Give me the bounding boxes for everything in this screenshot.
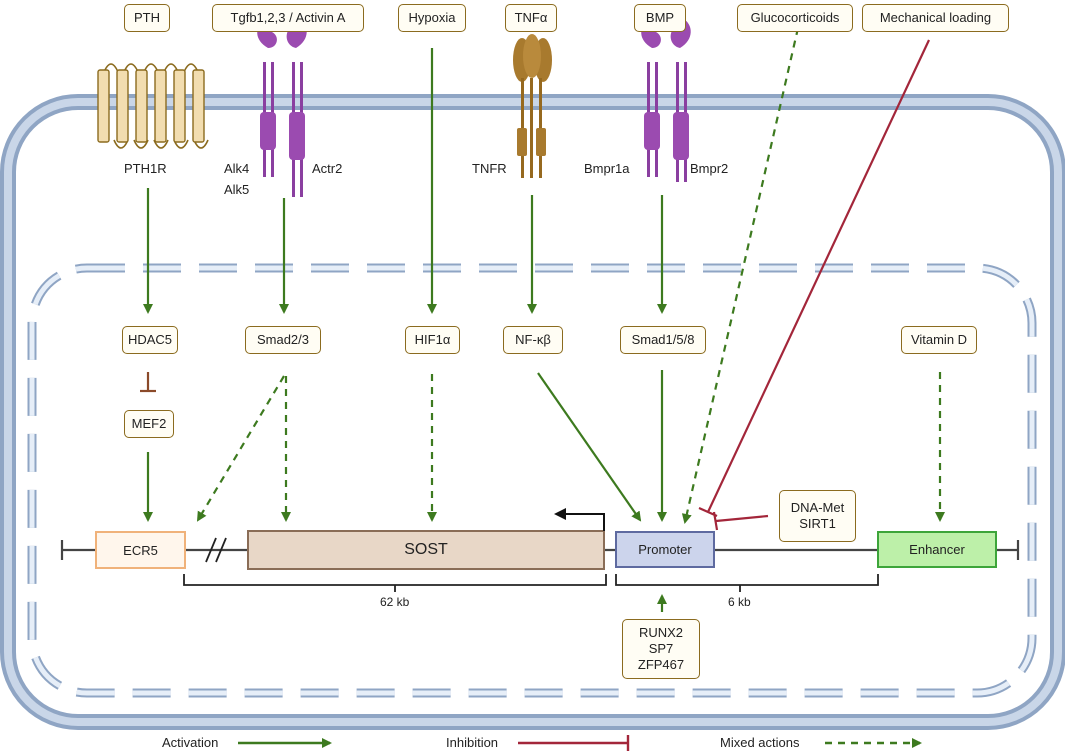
hif1a-box: HIF1α [405, 326, 460, 354]
enhancer-label: Enhancer [909, 542, 965, 557]
gene-locus [60, 508, 1020, 592]
distance-6kb-label: 6 kb [728, 595, 751, 609]
dna-met-label: DNA-Met [790, 500, 845, 515]
dna-met-sirt1-box: DNA-Met SIRT1 [779, 490, 856, 542]
transcription-factors-box: RUNX2 SP7 ZFP467 [622, 619, 700, 679]
nfkb-box: NF-κβ [503, 326, 563, 354]
pth1r-label: PTH1R [124, 161, 167, 176]
glucocorticoids-signal-box: Glucocorticoids [737, 4, 853, 32]
legend-activation-label: Activation [162, 735, 219, 750]
tnfr-label: TNFR [472, 161, 507, 176]
tnfa-signal-box: TNFα [505, 4, 557, 32]
smad158-box: Smad1/5/8 [620, 326, 706, 354]
actr2-label: Actr2 [312, 161, 343, 176]
activation-arrows [143, 48, 667, 612]
mef2-box: MEF2 [124, 410, 174, 438]
runx2-label: RUNX2 [638, 625, 684, 640]
legend-inhibition-label: Inhibition [446, 735, 499, 750]
mixed-action-arrows [196, 27, 945, 524]
tnfr-receptor-icon [513, 34, 552, 178]
legend-mixed-label: Mixed actions [720, 735, 800, 750]
sp7-label: SP7 [648, 641, 674, 656]
legend [238, 735, 922, 751]
enhancer-region [877, 531, 997, 568]
distance-62kb-label: 62 kb [380, 595, 410, 609]
inhibition-lines [698, 39, 930, 531]
hdac5-box: HDAC5 [122, 326, 178, 354]
pth-signal-box: PTH [124, 4, 170, 32]
smad23-box: Smad2/3 [245, 326, 321, 354]
promoter-label: Promoter [638, 542, 692, 557]
vitamin-d-box: Vitamin D [901, 326, 977, 354]
hdac5-mef2-inhibition [140, 372, 156, 393]
sirt1-label: SIRT1 [799, 516, 836, 531]
alk4-label: Alk4 [224, 161, 250, 176]
bmp-signal-box: BMP [634, 4, 686, 32]
zfp467-label: ZFP467 [637, 657, 685, 672]
ecr5-region [95, 531, 186, 569]
tgfb-signal-box: Tgfb1,2,3 / Activin A [212, 4, 364, 32]
bmpr2-label: Bmpr2 [690, 161, 729, 176]
sost-gene [247, 530, 605, 570]
bmpr1a-label: Bmpr1a [584, 161, 630, 176]
sost-label: SOST [404, 541, 448, 558]
mechanical-loading-signal-box: Mechanical loading [862, 4, 1009, 32]
activin-receptor-icon [257, 17, 307, 197]
promoter-region [615, 531, 715, 568]
pth1r-receptor-icon [97, 63, 209, 149]
hypoxia-signal-box: Hypoxia [398, 4, 466, 32]
nuclear-envelope [27, 263, 1037, 698]
ecr5-label: ECR5 [123, 542, 158, 558]
alk5-label: Alk5 [224, 182, 250, 197]
